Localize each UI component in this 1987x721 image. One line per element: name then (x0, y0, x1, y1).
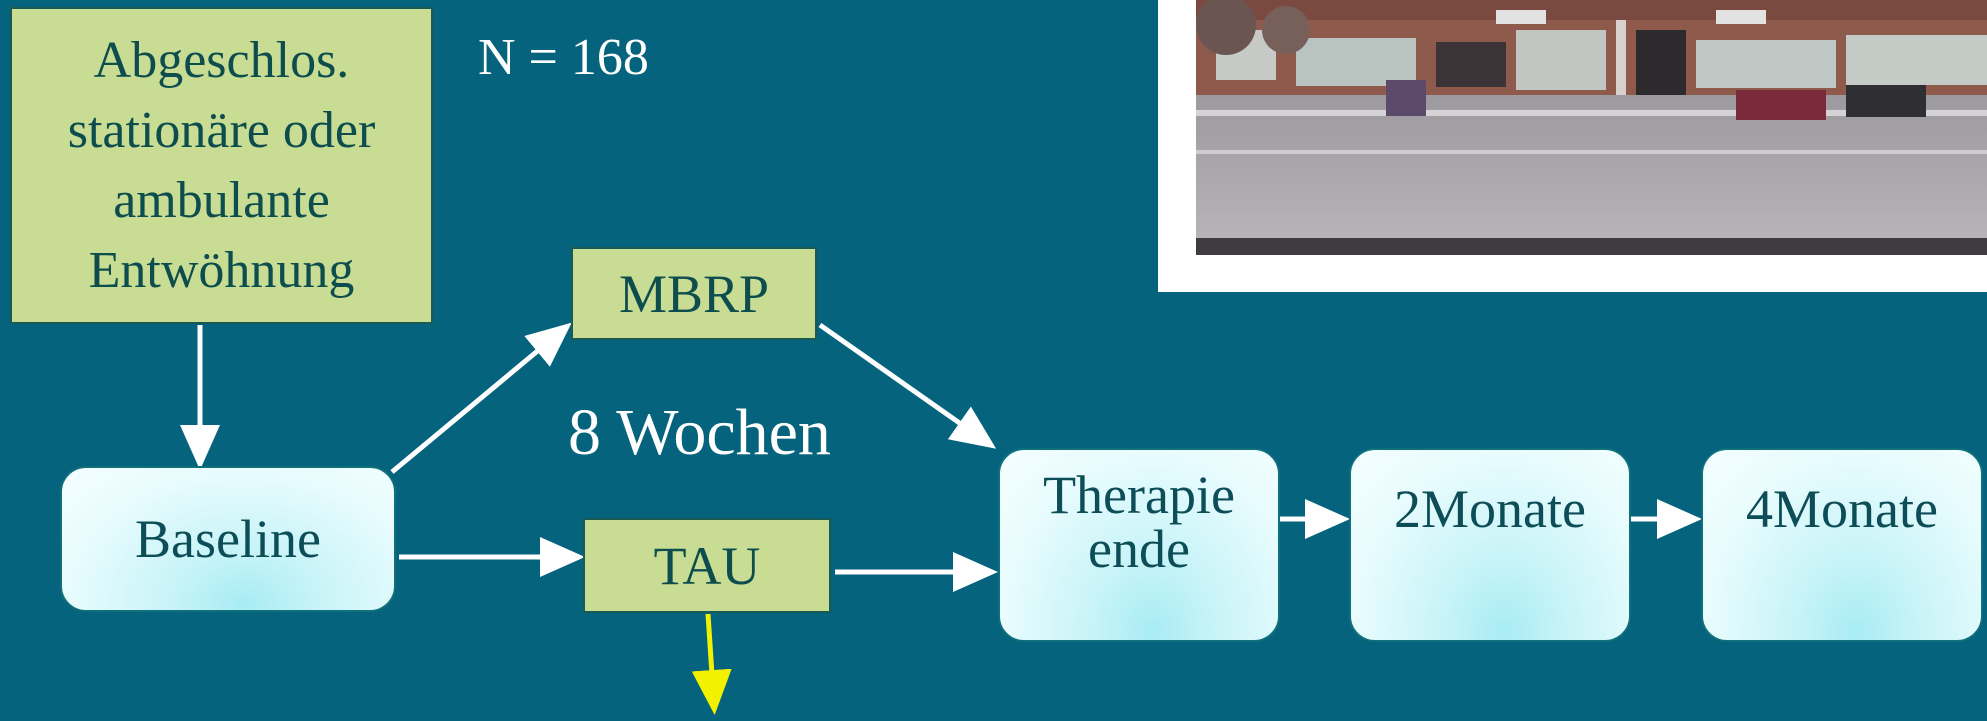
tau-label: TAU (653, 535, 761, 596)
4monate-box: 4Monate (1701, 448, 1983, 642)
2monate-label: 2Monate (1394, 479, 1586, 539)
sample-size-label: N = 168 (478, 29, 649, 86)
therapieende-label-line2: ende (1088, 519, 1190, 579)
therapieende-box: Therapie ende (998, 448, 1280, 642)
2monate-box: 2Monate (1349, 448, 1631, 642)
mbrp-box: MBRP (571, 247, 817, 340)
baseline-label: Baseline (135, 509, 321, 569)
therapieende-label-line1: Therapie (1043, 465, 1235, 525)
arrow-tau-down (691, 613, 732, 715)
baseline-box: Baseline (60, 466, 396, 612)
4monate-label: 4Monate (1746, 479, 1938, 539)
abgeschlos-box: Abgeschlos. stationäre oder ambulante En… (10, 7, 433, 324)
arrow-mbrp-to-therapieende (818, 322, 997, 449)
street-scene-image (1196, 0, 1987, 255)
street-photo (1158, 0, 1987, 292)
tau-box: TAU (583, 518, 831, 613)
abgeschlos-label: Abgeschlos. stationäre oder ambulante En… (67, 31, 376, 299)
arrow-baseline-to-mbrp (390, 322, 572, 474)
duration-label: 8 Wochen (568, 396, 831, 469)
mbrp-label: MBRP (618, 263, 770, 324)
